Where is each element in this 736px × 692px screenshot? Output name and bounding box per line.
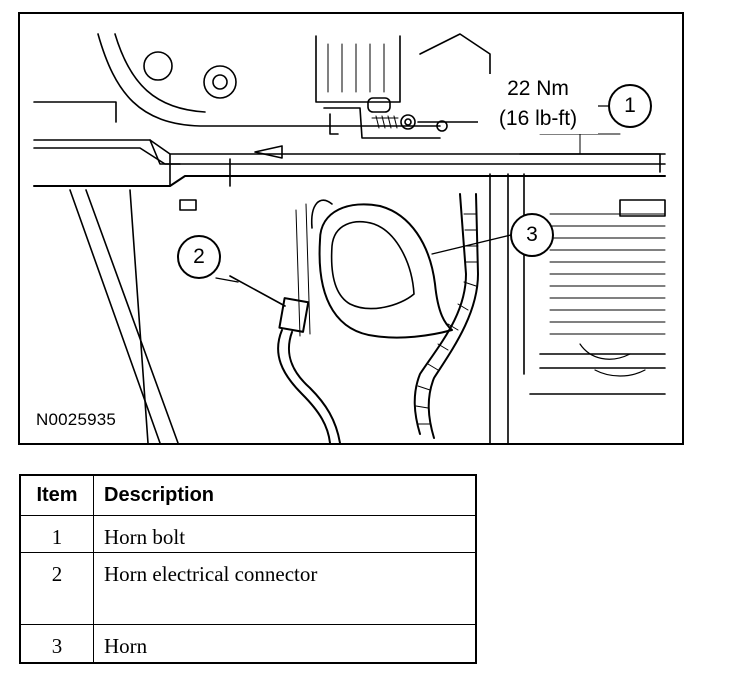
torque-nm: 22 Nm	[507, 77, 569, 100]
callout-1: 1	[608, 84, 652, 128]
figure-id: N0025935	[36, 410, 117, 429]
callout-2: 2	[177, 235, 221, 279]
horn-line-drawing	[33, 33, 666, 443]
item-column-header: Item	[19, 474, 94, 516]
item-number: 3	[19, 624, 94, 664]
item-number: 1	[19, 515, 94, 553]
description-table: Item Description 1 Horn bolt 2 Horn elec…	[19, 474, 477, 664]
description-column-header: Description	[93, 474, 477, 516]
callout-3: 3	[510, 213, 554, 257]
table-row: 3 Horn	[19, 624, 477, 664]
table-row: 2 Horn electrical connector	[19, 552, 477, 625]
table-header-row: Item Description	[19, 474, 477, 516]
item-description: Horn electrical connector	[93, 552, 477, 625]
item-number: 2	[19, 552, 94, 625]
item-description: Horn bolt	[93, 515, 477, 553]
horn-illustration: N0025935 22 Nm (16 lb-ft) 1 2 3	[18, 12, 684, 445]
table-row: 1 Horn bolt	[19, 515, 477, 553]
item-description: Horn	[93, 624, 477, 664]
torque-spec: 22 Nm (16 lb-ft)	[478, 74, 598, 134]
torque-lbft: (16 lb-ft)	[498, 107, 578, 130]
